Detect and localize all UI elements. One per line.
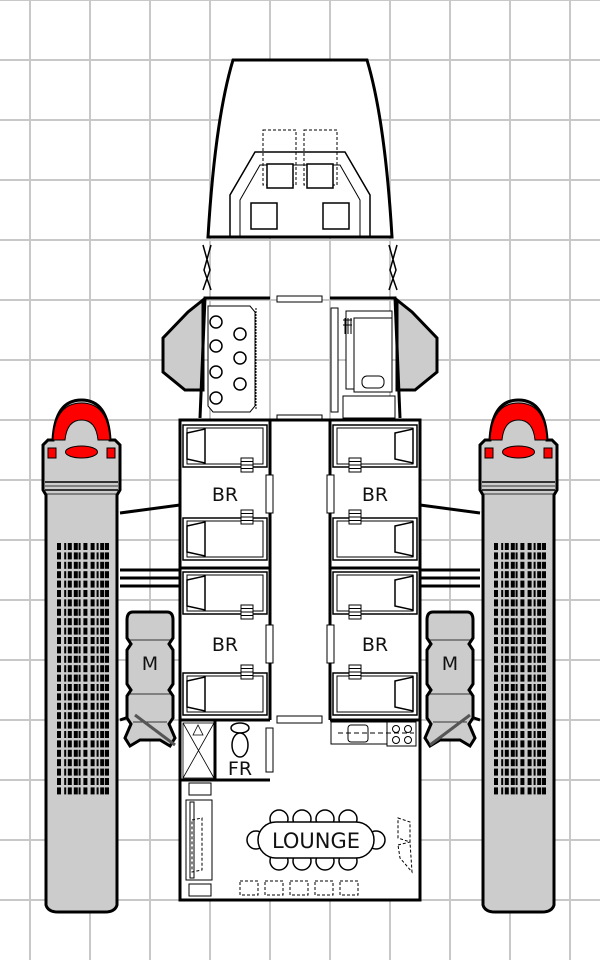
console-outline xyxy=(303,129,338,186)
maneuver-pod-left xyxy=(123,610,177,749)
door[interactable] xyxy=(265,727,274,773)
bunk[interactable] xyxy=(182,571,268,615)
pillow xyxy=(186,428,206,464)
room-label-br: BR xyxy=(362,634,388,656)
engine-light xyxy=(65,445,98,459)
door[interactable] xyxy=(265,624,274,664)
bunk[interactable] xyxy=(332,672,418,716)
pillow xyxy=(394,575,414,611)
pillow xyxy=(394,676,414,712)
pod-label: M xyxy=(442,653,458,675)
copilot-seat[interactable] xyxy=(306,163,334,189)
pillow xyxy=(186,575,206,611)
maneuver-pod-right xyxy=(423,610,477,749)
ladder-icon xyxy=(348,509,362,525)
galley xyxy=(330,721,417,747)
interior-walls xyxy=(180,420,420,782)
ladder-icon xyxy=(240,509,254,525)
stove-icon xyxy=(386,721,417,747)
pilot-seat[interactable] xyxy=(266,163,294,189)
bunk[interactable] xyxy=(182,517,268,561)
lounge xyxy=(185,782,413,897)
room-label-br: BR xyxy=(212,484,238,506)
ladder-icon xyxy=(348,664,362,680)
table xyxy=(257,821,375,859)
toilet-icon xyxy=(230,722,250,734)
seat[interactable] xyxy=(250,202,278,230)
door[interactable] xyxy=(265,474,274,514)
left-wing xyxy=(161,296,205,392)
door[interactable] xyxy=(326,474,335,514)
airlock-arrow-icon xyxy=(202,244,212,291)
door[interactable] xyxy=(276,295,323,303)
room-label-br: BR xyxy=(212,634,238,656)
console-outline xyxy=(262,129,297,186)
seat[interactable] xyxy=(322,202,350,230)
engine-left xyxy=(41,398,122,914)
pillow xyxy=(394,521,414,557)
airlock-arrow-icon xyxy=(388,244,398,291)
ladder-icon xyxy=(240,664,254,680)
bunk[interactable] xyxy=(182,424,268,468)
ladder-icon xyxy=(348,457,362,473)
pillow xyxy=(394,428,414,464)
engine-right xyxy=(478,398,559,914)
door[interactable] xyxy=(326,624,335,664)
engines xyxy=(41,398,559,914)
pillow xyxy=(186,676,206,712)
ladder-icon xyxy=(240,457,254,473)
door[interactable] xyxy=(276,715,323,724)
bunk[interactable] xyxy=(332,571,418,615)
bunk[interactable] xyxy=(332,424,418,468)
room-label-fr: FR xyxy=(228,758,252,780)
bunk[interactable] xyxy=(182,672,268,716)
cockpit xyxy=(202,58,398,291)
pillow xyxy=(186,521,206,557)
room-label-lounge: LOUNGE xyxy=(272,829,360,853)
engine-light xyxy=(502,445,535,459)
bench xyxy=(330,307,339,413)
ladder-icon xyxy=(240,604,254,620)
pod-label: M xyxy=(142,653,158,675)
right-wing xyxy=(395,296,439,392)
struts xyxy=(119,503,481,722)
fresher xyxy=(182,722,250,779)
ladder-icon xyxy=(348,604,362,620)
bunk[interactable] xyxy=(332,517,418,561)
shower xyxy=(182,722,215,779)
mid-section xyxy=(198,295,402,422)
doors xyxy=(265,474,335,773)
room-label-br: BR xyxy=(362,484,388,506)
